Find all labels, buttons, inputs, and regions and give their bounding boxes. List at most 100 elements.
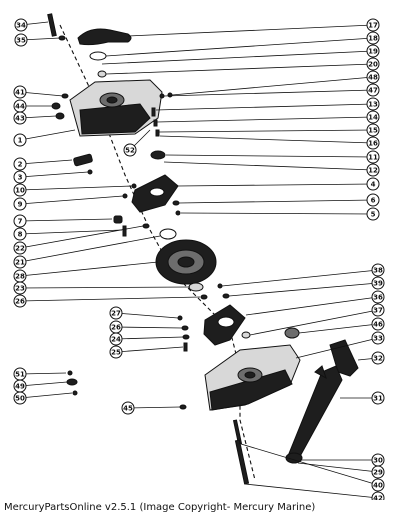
callout-circle	[366, 163, 380, 177]
leader-line	[19, 229, 123, 235]
callout-label: 42	[373, 495, 383, 501]
lever-31	[285, 365, 343, 464]
part-10	[131, 183, 137, 189]
leader-line	[19, 171, 89, 178]
leader-line	[127, 406, 181, 409]
leader-line	[19, 296, 201, 302]
callout-circle	[13, 391, 27, 405]
callout-circle	[366, 18, 380, 32]
callout-label: 10	[15, 187, 25, 195]
callout-circle	[109, 345, 123, 359]
part-47	[159, 93, 165, 99]
part-44	[51, 102, 61, 110]
callout-circle	[371, 290, 385, 304]
leader-line	[165, 154, 374, 158]
callout-circle	[14, 33, 28, 47]
part-14	[153, 119, 158, 127]
callout-49: 49	[13, 379, 68, 393]
part-27	[177, 315, 183, 321]
centerline-upper	[59, 24, 231, 331]
callout-21: 21	[13, 235, 161, 269]
callout-label: 49	[15, 383, 25, 391]
callout-1: 1	[13, 129, 76, 147]
leader-line	[158, 129, 374, 133]
callout-40: 40	[240, 443, 385, 492]
callout-label: 19	[368, 48, 378, 56]
callout-label: 20	[368, 61, 378, 69]
leader-line	[228, 282, 379, 297]
part-48	[167, 92, 173, 98]
leader-line	[115, 312, 179, 319]
callout-circle	[366, 57, 380, 71]
callout-33: 33	[295, 331, 385, 359]
callout-label: 32	[373, 355, 383, 363]
leader-line	[19, 235, 161, 263]
callout-circle	[123, 143, 137, 157]
callout-label: 44	[15, 103, 25, 111]
callout-label: 9	[18, 201, 23, 209]
callout-label: 52	[125, 147, 135, 155]
leader-line	[163, 161, 374, 171]
callout-6: 6	[178, 193, 380, 207]
callout-47: 47	[163, 83, 380, 97]
callout-10: 10	[13, 183, 133, 197]
callout-46: 46	[298, 317, 385, 334]
pin-3	[87, 169, 93, 175]
copyright-footer: MercuryPartsOnline v2.5.1 (Image Copyrig…	[4, 502, 316, 513]
callout-label: 5	[371, 211, 376, 219]
leader-line	[249, 309, 379, 336]
callout-circle	[13, 294, 27, 308]
leader-line	[19, 392, 73, 399]
callout-label: 33	[373, 335, 383, 343]
part-23	[188, 282, 204, 292]
part-50	[72, 390, 78, 396]
callout-11: 11	[165, 150, 380, 164]
callout-circle	[366, 150, 380, 164]
leader-line	[105, 63, 374, 75]
callout-9: 9	[13, 195, 124, 211]
part-13	[151, 107, 156, 117]
callout-circle	[109, 332, 123, 346]
callout-51: 51	[13, 367, 67, 381]
leader-line	[19, 218, 113, 222]
leader-line	[19, 91, 64, 97]
callout-circle	[371, 331, 385, 345]
callout-18: 18	[105, 31, 380, 57]
part-7	[113, 215, 123, 224]
callout-41: 41	[13, 85, 64, 99]
callout-39: 39	[228, 276, 385, 297]
leader-line	[177, 183, 374, 187]
callout-19: 19	[101, 44, 380, 65]
ring-20	[97, 70, 107, 78]
leader-line	[180, 212, 374, 215]
callout-label: 36	[373, 294, 383, 302]
callout-label: 38	[373, 267, 383, 275]
handle-17	[77, 28, 132, 46]
callout-24: 24	[109, 332, 184, 346]
callout-48: 48	[171, 70, 380, 96]
leader-line	[178, 199, 374, 204]
part-11	[150, 150, 166, 160]
callout-26: 26	[13, 294, 201, 308]
callout-22: 22	[13, 225, 144, 255]
callout-label: 1	[18, 137, 23, 145]
callout-37: 37	[249, 303, 385, 336]
callout-label: 18	[368, 35, 378, 43]
callout-circle	[366, 177, 380, 191]
leader-line	[19, 225, 144, 249]
callout-label: 2	[18, 161, 23, 169]
callout-label: 51	[15, 371, 25, 379]
leader-line	[295, 337, 379, 359]
spring-2	[73, 153, 93, 167]
callout-label: 25	[111, 349, 121, 357]
part-30	[314, 365, 327, 380]
callout-circle	[13, 85, 27, 99]
exploded-parts-diagram: 3435414443123109782221282326272624255149…	[13, 13, 385, 501]
callout-label: 16	[368, 140, 378, 148]
callout-label: 14	[368, 114, 378, 122]
callout-circle	[13, 183, 27, 197]
plate-4	[131, 174, 179, 213]
callout-label: 41	[15, 89, 25, 97]
callout-label: 29	[373, 469, 383, 477]
callout-circle	[13, 170, 27, 184]
